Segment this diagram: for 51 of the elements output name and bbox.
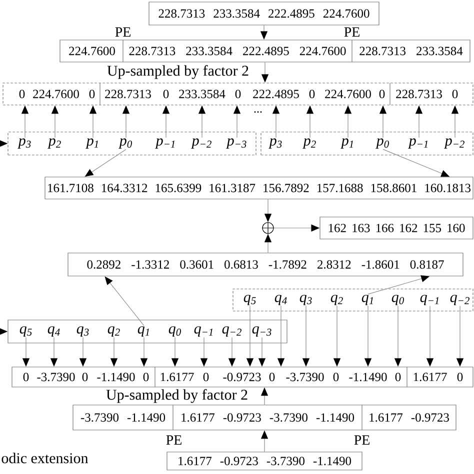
coefficient: q$_{5}$: [20, 326, 32, 337]
coefficient: p$_{3}$: [18, 138, 31, 149]
number-row: 224.7600 228.7313 233.3584 222.4895 224.7600 228.7313 233.3584: [60, 40, 470, 62]
number-row: 0 -3.7390 0 -1.1490 0 1.6177 0 -0.9723 0 -3.7390 0 -1.1490 0 1.6177 0: [12, 366, 474, 388]
coefficient: p$_{0}$: [118, 138, 132, 149]
annotation: odic extension: [2, 452, 88, 464]
coefficient: q$_{−1}$: [194, 326, 213, 337]
number-row: 0 224.7600 0 228.7313 0 233.3584 0 222.4895 0 224.7600 0 228.7313 0: [2, 82, 474, 106]
coefficient-box: [8, 320, 288, 344]
coefficient: p$_{2}$: [48, 138, 61, 149]
coefficient: p$_{−2}$: [444, 138, 464, 149]
coefficient: q$_{−3}$: [252, 326, 272, 337]
number-box: 162 163 166 162 155 160: [320, 216, 474, 240]
coefficient: q$_{3}$: [76, 326, 89, 337]
annotation: Up-sampled by factor 2: [106, 389, 248, 403]
number-box: 0.2892 -1.3312 0.3601 0.6813 -1.7892 2.8312 -1.8601 0.8187: [68, 252, 464, 276]
coefficient: p$_{−3}$: [226, 138, 246, 149]
coefficient: q$_{0}$: [168, 326, 181, 337]
coefficient: p$_{−1}$: [408, 138, 428, 149]
coefficient: p$_{−2}$: [190, 138, 212, 149]
coefficient: p$_{3}$: [268, 138, 282, 149]
annotation: PE: [354, 435, 370, 445]
annotation: PE: [115, 27, 130, 37]
adder-symbol: [262, 222, 274, 234]
coefficient: q$_{2}$: [330, 294, 343, 306]
coefficient: q$_{1}$: [362, 294, 373, 306]
coefficient: q$_{3}$: [300, 294, 312, 306]
number-box: 228.7313 233.3584 222.4895 224.7600: [148, 2, 380, 26]
coefficient: p$_{0}$: [376, 138, 389, 149]
coefficient: q$_{−1}$: [420, 294, 439, 306]
annotation: PE: [344, 27, 360, 37]
annotation: PE: [166, 435, 182, 445]
number-box: 161.7108 164.3312 165.6399 161.3187 156.7892 157.1688 158.8601 160.1813: [44, 176, 474, 200]
coefficient-box: [8, 132, 256, 156]
coefficient: p$_{1}$: [86, 138, 98, 149]
coefficient: q$_{2}$: [108, 326, 120, 337]
annotation: Up-sampled by factor 2: [107, 65, 248, 79]
coefficient: q$_{5}$: [244, 294, 256, 306]
coefficient-box: [232, 288, 474, 312]
coefficient-box: [260, 132, 474, 156]
coefficient: p$_{1}$: [340, 138, 353, 149]
coefficient: q$_{−2}$: [222, 326, 242, 337]
coefficient: q$_{0}$: [392, 294, 404, 306]
coefficient: q$_{4}$: [274, 294, 287, 306]
coefficient: p$_{2}$: [302, 138, 316, 149]
number-row: -3.7390 -1.1490 1.6177 -0.9723 -3.7390 -1.1490 1.6177 -0.9723: [72, 404, 456, 430]
number-box: 1.6177 -0.9723 -3.7390 -1.1490: [166, 452, 362, 470]
coefficient: q$_{1}$: [138, 326, 149, 337]
coefficient: q$_{−2}$: [450, 294, 470, 306]
coefficient: q$_{4}$: [48, 326, 60, 337]
coefficient: p$_{−1}$: [154, 138, 175, 149]
